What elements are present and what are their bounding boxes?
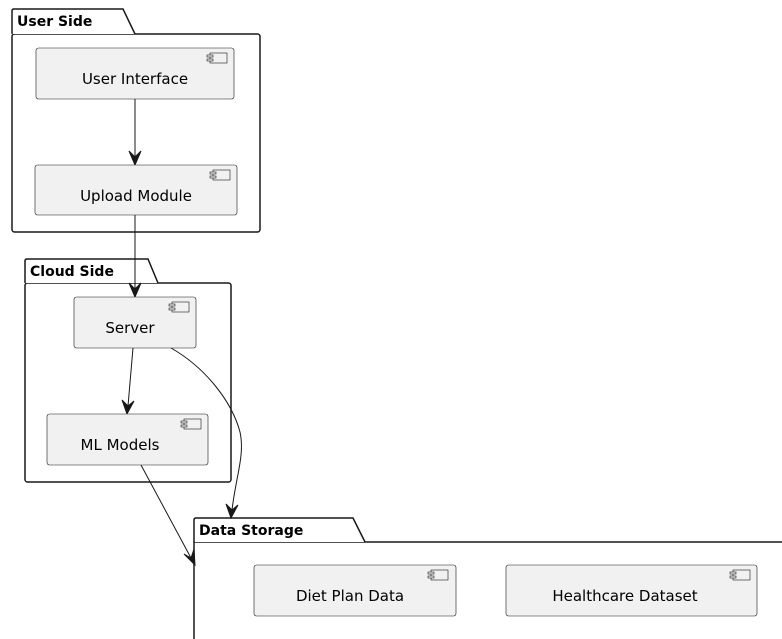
arrowhead-upload-module	[128, 150, 142, 167]
component-icon	[427, 569, 449, 581]
component-upload-module-label: Upload Module	[80, 187, 192, 205]
component-ml-models[interactable]: ML Models	[46, 413, 209, 466]
component-ml-models-label: ML Models	[81, 436, 160, 454]
component-icon	[209, 169, 231, 181]
edge-server-to-data-storage	[170, 347, 242, 511]
component-diet-plan-data[interactable]: Diet Plan Data	[253, 564, 457, 617]
component-diet-plan-data-label: Diet Plan Data	[296, 587, 404, 605]
edges	[121, 99, 242, 567]
component-upload-module[interactable]: Upload Module	[34, 164, 238, 216]
edge-server-to-ml-models	[127, 347, 134, 407]
edge-ml-models-to-data-storage	[140, 464, 192, 559]
component-healthcare-dataset[interactable]: Healthcare Dataset	[505, 564, 758, 617]
component-server-label: Server	[105, 319, 155, 337]
component-user-interface-box	[35, 47, 235, 100]
component-icon	[729, 569, 751, 581]
package-data-storage-tab	[193, 517, 366, 543]
component-icon	[168, 301, 190, 313]
package-data-storage-title: Data Storage	[199, 523, 303, 539]
component-ml-models-box	[46, 413, 209, 466]
arrowhead-data-storage-from-server	[225, 503, 239, 520]
component-upload-module-box	[34, 164, 238, 216]
package-cloud-side-tab	[24, 258, 159, 284]
package-user-side-title: User Side	[17, 14, 92, 30]
component-icon	[180, 418, 202, 430]
component-icon	[206, 52, 228, 64]
component-server[interactable]: Server	[73, 296, 197, 349]
component-healthcare-dataset-label: Healthcare Dataset	[552, 587, 697, 605]
component-server-box	[73, 296, 197, 349]
component-user-interface[interactable]: User Interface	[35, 47, 235, 100]
arrowhead-data-storage-from-ml-models	[183, 548, 196, 567]
component-user-interface-label: User Interface	[82, 70, 188, 88]
arrowhead-server	[128, 282, 142, 299]
arrowhead-ml-models	[121, 399, 135, 416]
component-healthcare-dataset-box	[505, 564, 758, 617]
package-user-side-tab	[11, 8, 136, 35]
package-cloud-side-title: Cloud Side	[30, 264, 114, 280]
component-diet-plan-data-box	[253, 564, 457, 617]
package-data-storage: Data Storage	[193, 517, 782, 639]
